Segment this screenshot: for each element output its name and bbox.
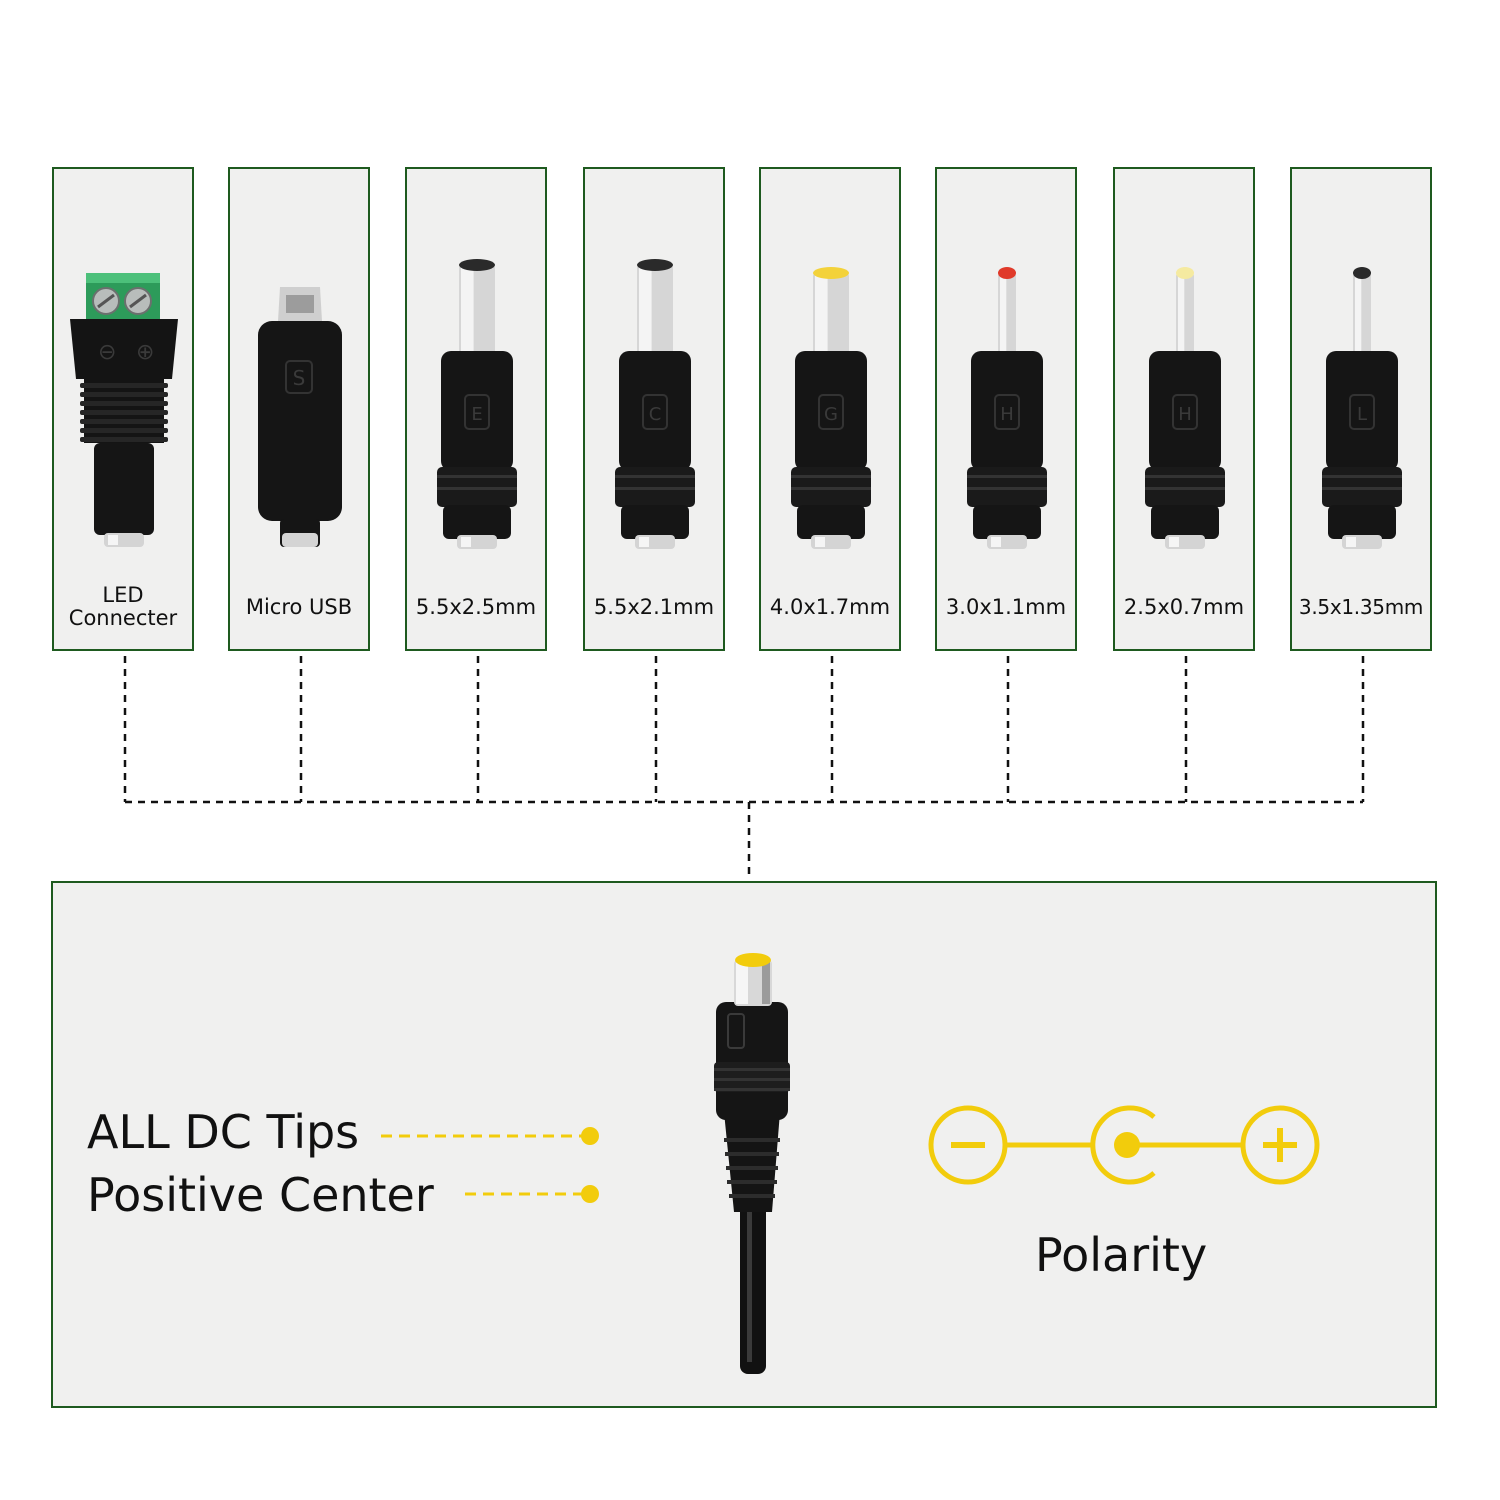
svg-text:G: G	[824, 404, 838, 425]
tip-card: S Micro USB	[228, 167, 370, 651]
tip-label: 4.0x1.7mm	[769, 594, 891, 619]
barrel-tip-icon: H	[1145, 267, 1225, 549]
barrel-tip-icon: C	[615, 259, 695, 549]
main-plug-panel: ALL DC Tips Positive Center	[51, 881, 1437, 1408]
tip-card: H 2.5x0.7mm	[1113, 167, 1255, 651]
barrel-tip-icon: G	[791, 267, 871, 549]
note-positive-center: Positive Center	[87, 1168, 434, 1222]
svg-text:C: C	[649, 404, 662, 425]
main-plug-illustration	[714, 953, 790, 1374]
note-all-dc-tips: ALL DC Tips	[87, 1105, 360, 1159]
tip-label: LED Connecter	[68, 583, 178, 630]
tip-card: C 5.5x2.1mm	[583, 167, 725, 651]
dc-plug-icon	[714, 953, 790, 1374]
svg-text:S: S	[293, 366, 306, 390]
polarity-symbol	[928, 1105, 1320, 1185]
svg-text:L: L	[1357, 404, 1367, 425]
tip-label: 3.0x1.1mm	[945, 594, 1067, 619]
barrel-tip-icon: H	[967, 267, 1047, 549]
micro-usb-adapter-icon: S	[258, 287, 342, 547]
svg-text:E: E	[471, 404, 482, 425]
svg-text:H: H	[1178, 404, 1192, 425]
polarity-label: Polarity	[1035, 1228, 1208, 1282]
tip-card: G 4.0x1.7mm	[759, 167, 901, 651]
positive-terminal-icon	[1240, 1105, 1320, 1185]
svg-text:H: H	[1000, 404, 1014, 425]
led-connector-icon: ⊖⊕	[70, 273, 178, 547]
tip-card: L 3.5x1.35mm	[1290, 167, 1432, 651]
svg-text:⊕: ⊕	[136, 340, 154, 365]
svg-text:⊖: ⊖	[98, 340, 116, 365]
tip-card: ⊖⊕LED Connecter	[52, 167, 194, 651]
tip-label: 5.5x2.1mm	[593, 594, 715, 619]
tip-label: Micro USB	[245, 594, 353, 619]
tip-label: 5.5x2.5mm	[415, 594, 537, 619]
barrel-tip-icon: E	[437, 259, 517, 549]
note-leader-lines	[381, 1127, 599, 1203]
barrel-tip-icon: L	[1322, 267, 1402, 549]
tip-label: 2.5x0.7mm	[1123, 594, 1245, 619]
tip-card: H 3.0x1.1mm	[935, 167, 1077, 651]
tip-label: 3.5x1.35mm	[1298, 594, 1424, 619]
tip-card: E 5.5x2.5mm	[405, 167, 547, 651]
center-pin-icon	[1090, 1105, 1156, 1185]
